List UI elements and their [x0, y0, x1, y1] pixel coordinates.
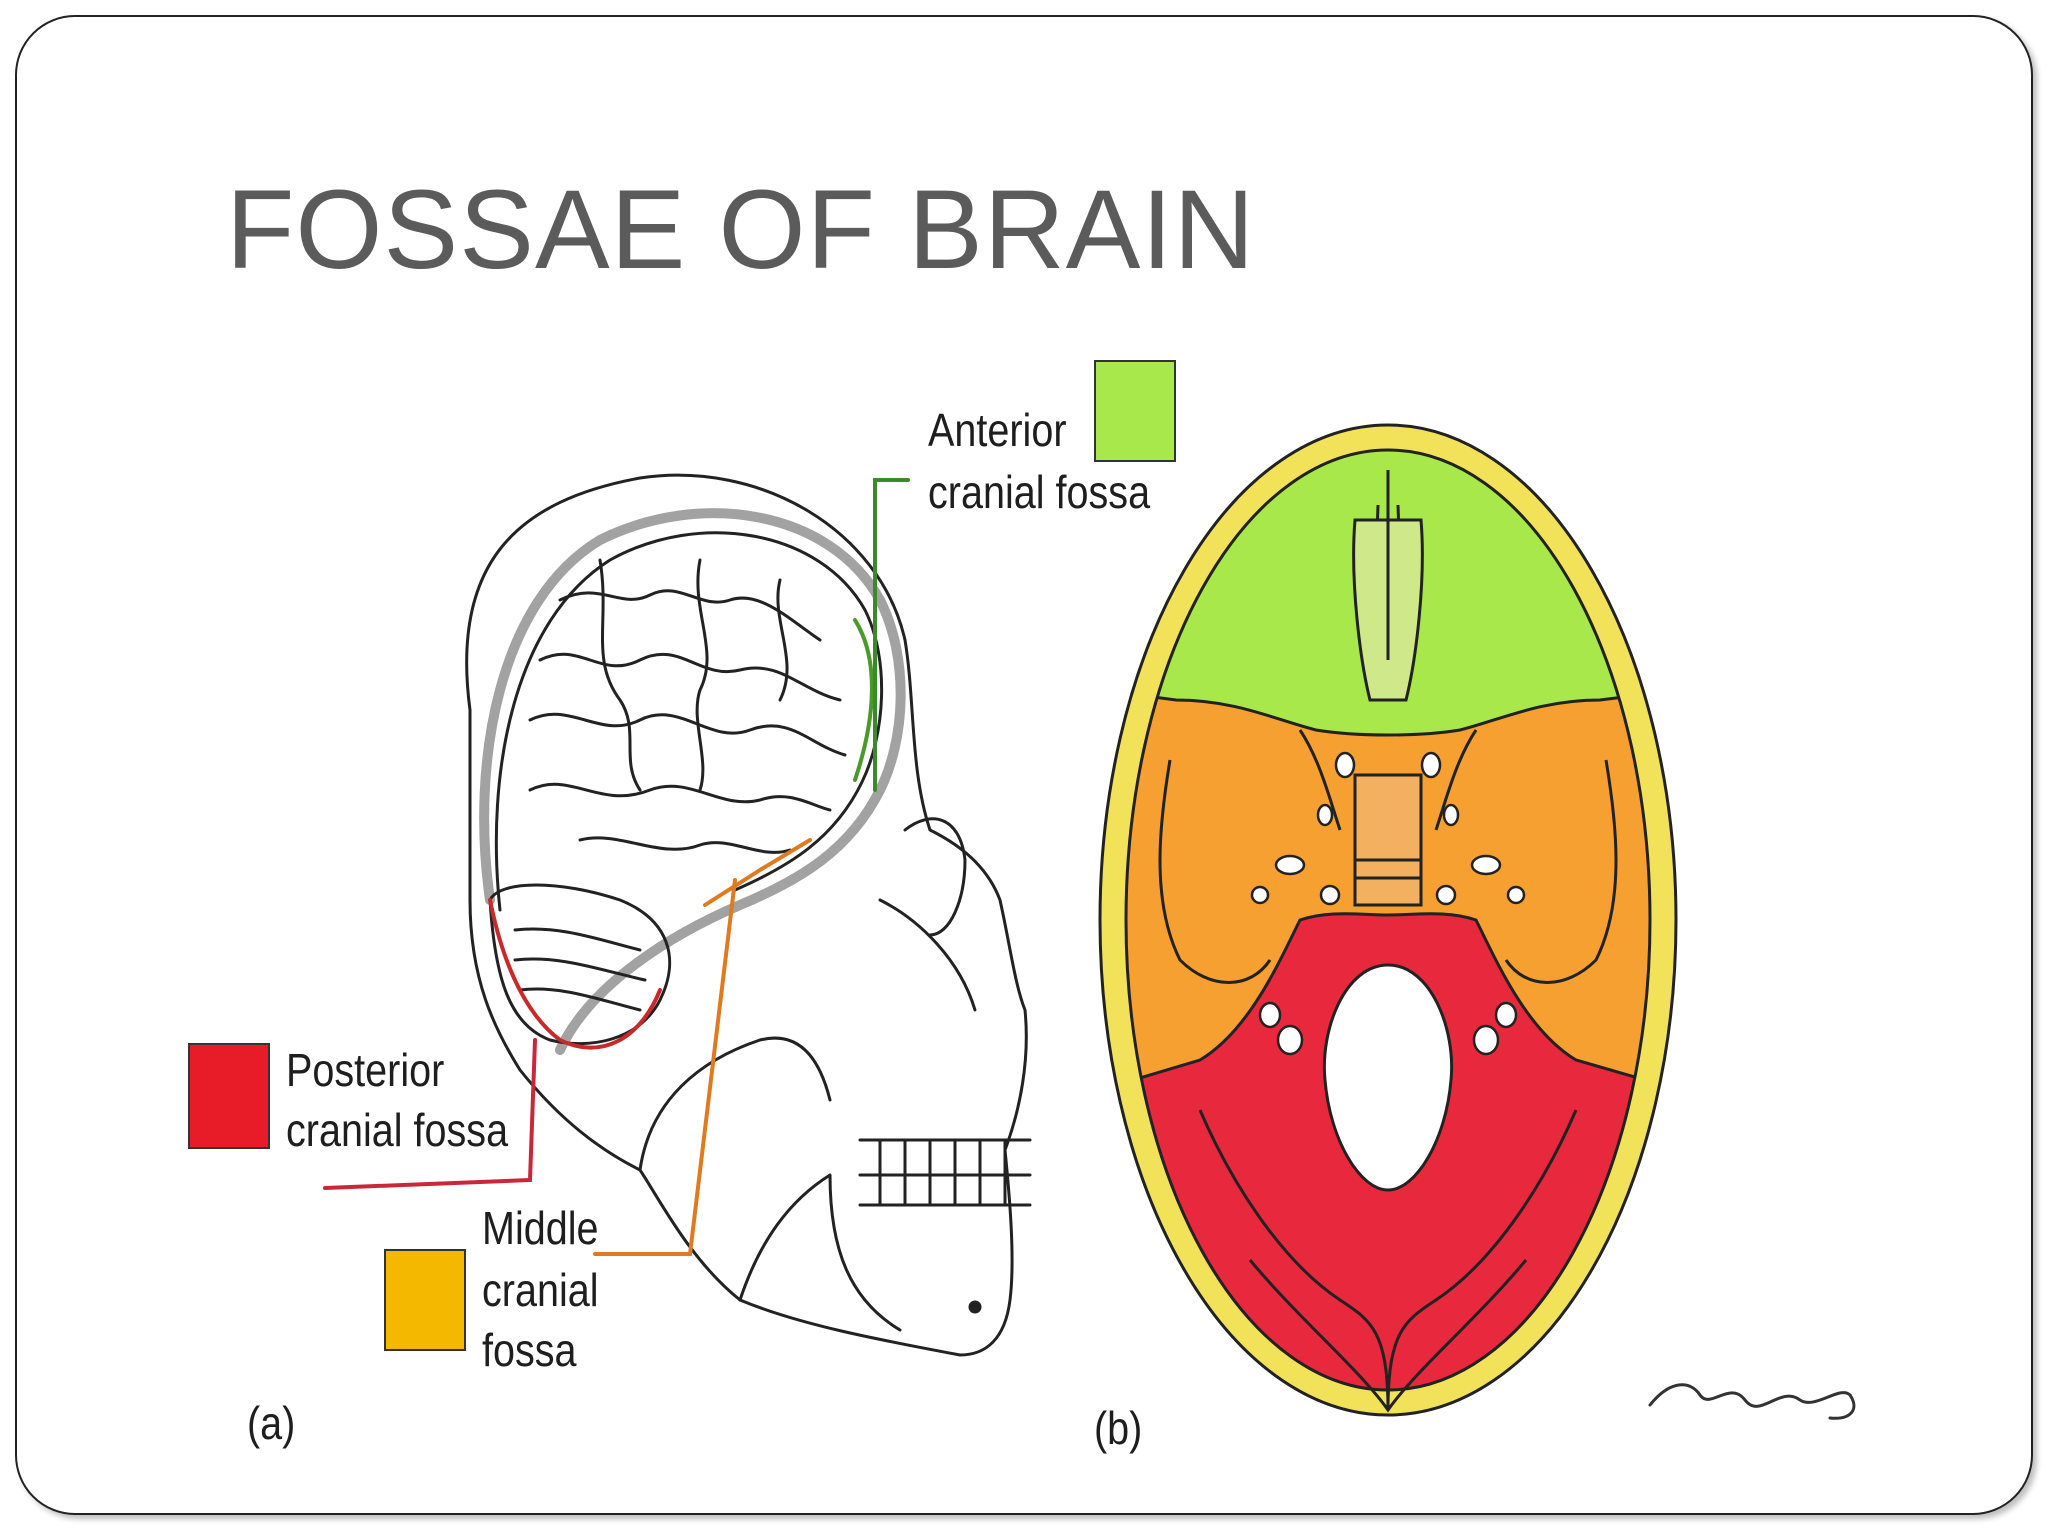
slide-frame: [15, 15, 2033, 1515]
posterior-label-line2: cranial fossa: [286, 1104, 509, 1156]
middle-label-line3: fossa: [482, 1324, 577, 1376]
anterior-leader: [873, 478, 910, 792]
teeth: [858, 1138, 1032, 1207]
anterior-fossa-swatch: [1094, 360, 1176, 462]
posterior-label-line1: Posterior: [286, 1044, 445, 1096]
orbit: [903, 817, 967, 937]
foramen-magnum: [1322, 963, 1454, 1192]
posterior-leader: [323, 1038, 537, 1190]
slide-title: FOSSAE OF BRAIN: [226, 167, 1256, 292]
middle-label-line2: cranial: [482, 1264, 599, 1316]
middle-fossa-swatch: [384, 1249, 466, 1351]
middle-label-line1: Middle: [482, 1202, 599, 1254]
cerebellum: [488, 883, 672, 1046]
middle-leader: [593, 878, 737, 1256]
cranium-inner: [479, 508, 906, 1055]
posterior-fossa-swatch: [188, 1043, 270, 1149]
artist-signature: [1648, 1383, 1856, 1420]
anterior-label-line2: cranial fossa: [928, 466, 1151, 518]
figure-a-label: (a): [247, 1397, 296, 1449]
anterior-label-line1: Anterior: [928, 404, 1067, 456]
mandible: [738, 1173, 902, 1332]
figure-b-label: (b): [1094, 1402, 1143, 1454]
